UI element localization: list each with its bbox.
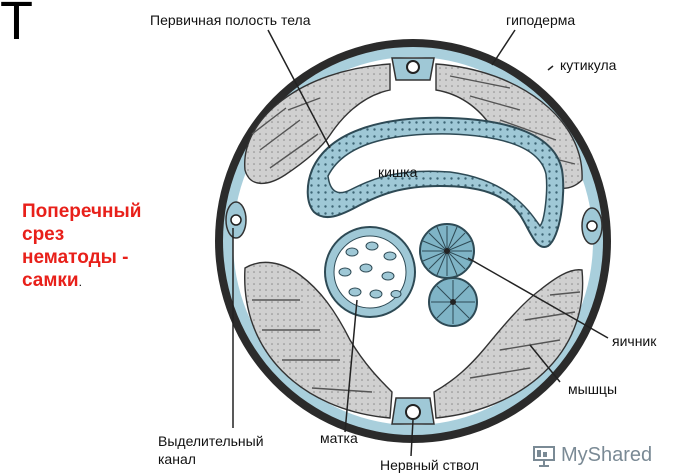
ovary-upper: [420, 224, 474, 278]
label-intestine: кишка: [378, 164, 417, 180]
label-cuticle: кутикула: [560, 57, 616, 73]
label-ovary: яичник: [612, 333, 656, 349]
uterus: [325, 227, 415, 317]
ovary-lower: [429, 278, 477, 326]
label-nerve-trunk: Нервный ствол: [380, 457, 479, 473]
label-excretory-canal-line: Выделительный: [158, 432, 264, 450]
label-muscles: мышцы: [568, 381, 617, 397]
presentation-icon: [532, 445, 556, 467]
label-hypodermis: гиподерма: [506, 12, 575, 28]
label-body-cavity: Первичная полость тела: [150, 12, 310, 28]
label-excretory-canal-line: канал: [158, 450, 264, 468]
brand-watermark: MyShared: [532, 444, 652, 467]
label-excretory-canal: Выделительный канал: [158, 432, 264, 468]
label-uterus: матка: [320, 430, 358, 446]
brand-name: MyShared: [561, 444, 652, 467]
